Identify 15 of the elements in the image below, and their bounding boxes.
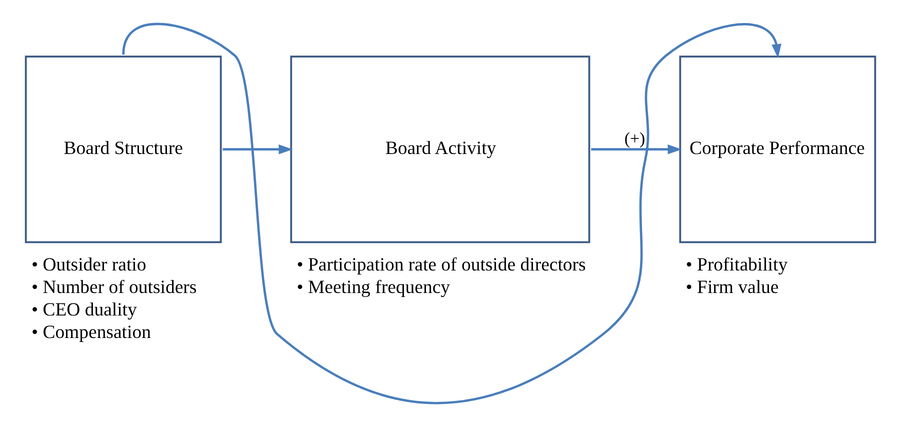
node-label: • Participation rate of outside directors (296, 254, 586, 275)
arrow (122, 22, 782, 404)
arrow (591, 144, 682, 154)
node-box: Corporate Performance (679, 55, 876, 243)
node-box: Board Structure (24, 55, 222, 243)
node-label: • Meeting frequency (296, 276, 450, 298)
node-label: • Compensation (31, 321, 151, 342)
arrow (222, 144, 293, 154)
node-label: • Outsider ratio (31, 254, 146, 275)
node-label: • Number of outsiders (31, 276, 197, 298)
node-box: Board Activity (290, 55, 590, 243)
edge-label: (+) (624, 128, 646, 148)
node-label: • Profitability (686, 254, 788, 275)
node-label: • Firm value (686, 276, 779, 298)
node-label: • CEO duality (31, 298, 137, 320)
